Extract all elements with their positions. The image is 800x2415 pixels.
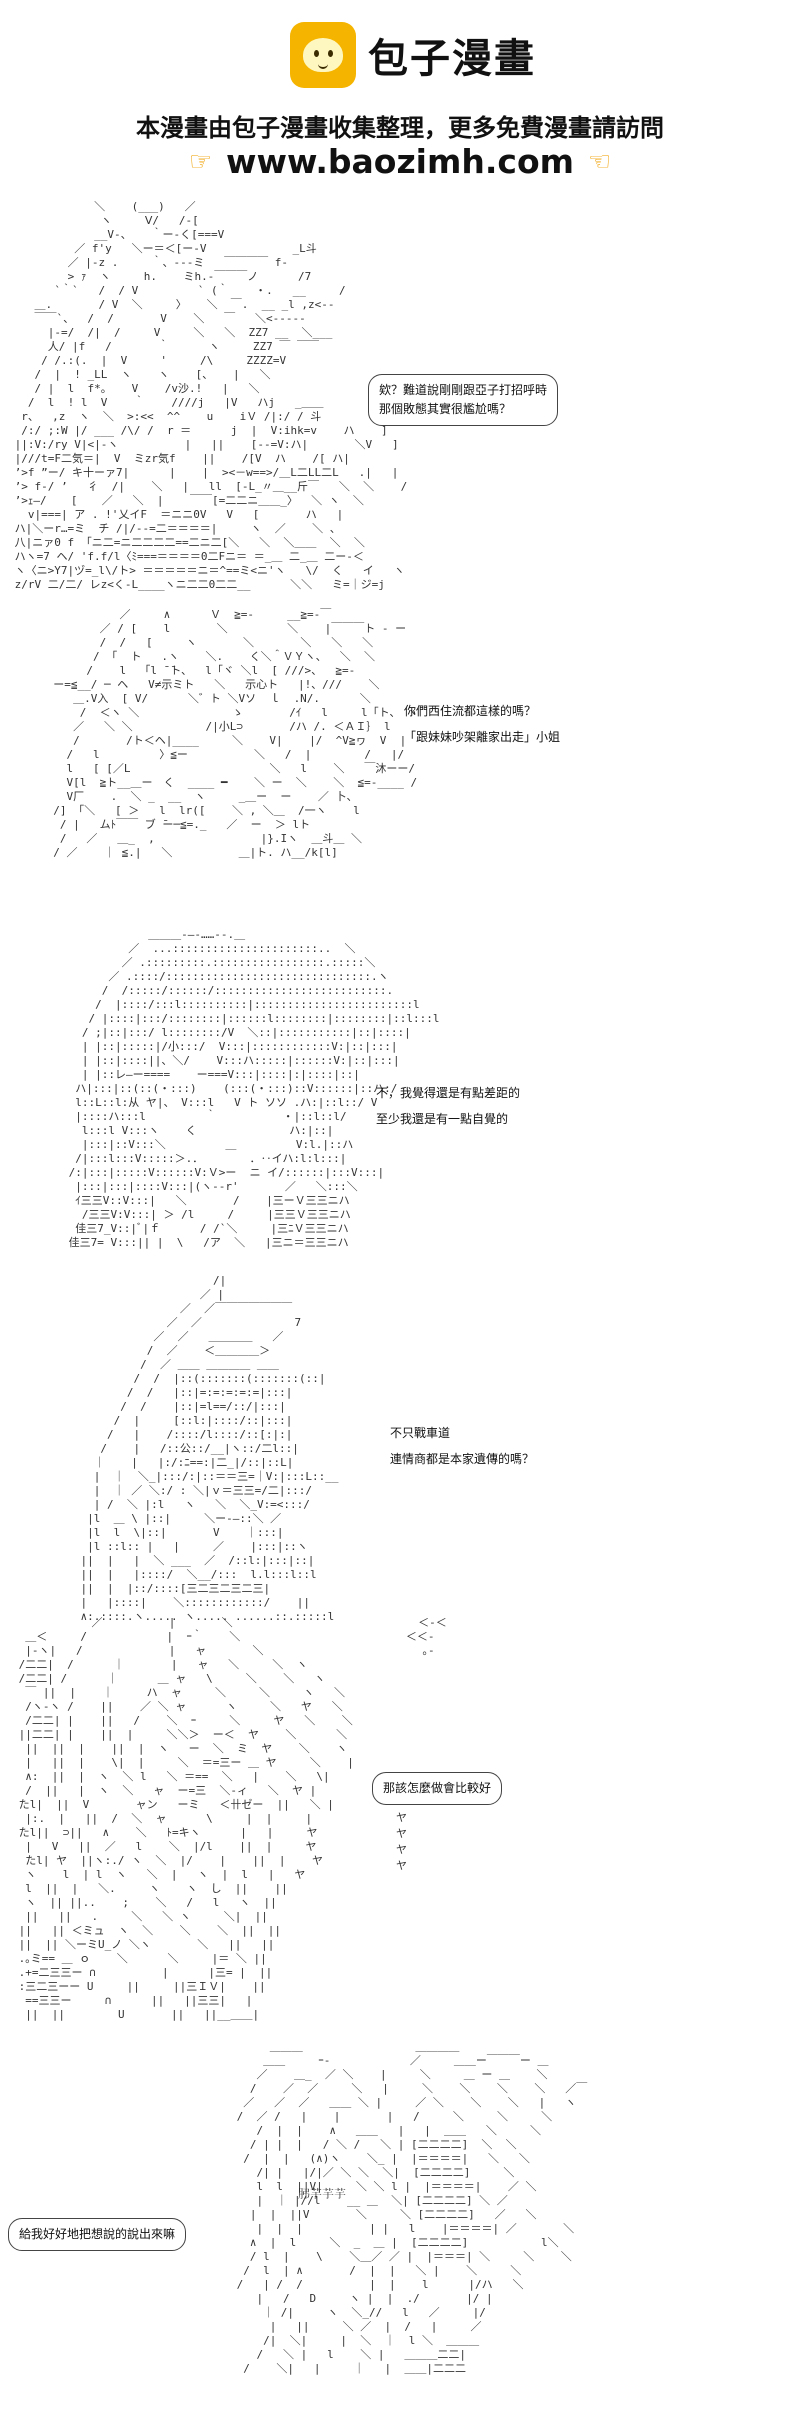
sfx-p5: ヤヤヤヤ (396, 1811, 407, 1872)
ascii-art-panel-5: ／ | ＼ ＜-＜ ＿＜ / | ｰ｀ ＼ ＜＜- |-ヽ| / | ャ ＼ ｡… (18, 1616, 447, 2021)
caption-line: 不，我覺得還是有點差距的 (376, 1086, 521, 1100)
ascii-art-panel-3: ＿＿＿-―‐……‐-.＿ ／ ...::::::::::::::::::::::… (68, 928, 440, 1249)
site-header: 包子漫畫 本漫畫由包子漫畫收集整理，更多免費漫畫請訪問 ☞ www.baozimh… (0, 0, 800, 185)
site-logo[interactable]: 包子漫畫 (290, 22, 536, 88)
ascii-art-panel-6: ＿＿＿ ＿＿＿＿ ＿＿ ｰ- ／ ＿＿ー￣￣￣ー ＿ ／ ＿_ ／ ＼ | ＼ … (236, 2040, 588, 2375)
ascii-art-panel-2: ／ ∧ Ｖ ≧=- __≧=-￣ ／ / [ l ＼ ＼ |￣￣￣ト ‐ ー /… (53, 608, 419, 859)
speech-bubble-p1: 欸？難道說剛剛跟亞子打招呼時 那個敗態其實很尷尬嗎？ (368, 374, 559, 426)
caption-line: 至少我還是有一點自覺的 (376, 1112, 509, 1126)
speech-bubble-p6: 給我好好地把想說的說出來嘛 (8, 2218, 187, 2251)
ascii-art-panel-4: /| ／ | ／ ／￣￣￣￣￣￣￣ ／ ／ 7 ／ ／ ＿＿＿＿ ／ / ／ ＜… (80, 1274, 339, 1623)
pointing-hand-icon: ☞ (588, 146, 612, 177)
bubble-line: 給我好好地把想說的說出來嘛 (19, 2227, 176, 2241)
speech-bubble-p5: 那該怎麼做會比較好 (372, 1772, 503, 1805)
pointing-hand-icon: ☞ (188, 146, 212, 177)
site-url-link[interactable]: www.baozimh.com (226, 142, 574, 181)
bubble-line: 那個敗態其實很尷尬嗎？ (379, 402, 512, 416)
site-tagline: 本漫畫由包子漫畫收集整理，更多免費漫畫請訪問 (136, 114, 664, 142)
caption-p4: 不只戰車道 連情商都是本家遺傳的嗎？ (390, 1420, 534, 1472)
ascii-label-p6: 𦙨芋芋芋 (298, 2187, 347, 2201)
bubble-line: 欸？難道說剛剛跟亞子打招呼時 (379, 383, 548, 397)
caption-line: 你們西住流都這樣的嗎？ (404, 704, 537, 718)
caption-line: 「跟妹妹吵架離家出走」小姐 (404, 730, 561, 744)
caption-line: 不只戰車道 (390, 1426, 451, 1440)
logo-text: 包子漫畫 (368, 36, 536, 82)
ascii-art-panel-1: ＼ (___) ／ ヽ Ⅴ/ /-[ __V-、 ｀ー-く[===V ／ f'y… (14, 200, 408, 591)
bubble-line: 那該怎麼做會比較好 (383, 1781, 492, 1795)
bun-logo-icon (290, 22, 356, 88)
caption-p3: 不，我覺得還是有點差距的 至少我還是有一點自覺的 (376, 1080, 520, 1132)
site-url-row: ☞ www.baozimh.com ☞ (0, 140, 800, 181)
caption-line: 連情商都是本家遺傳的嗎？ (390, 1452, 535, 1466)
caption-p2: 你們西住流都這樣的嗎？ 「跟妹妹吵架離家出走」小姐 (404, 698, 560, 750)
